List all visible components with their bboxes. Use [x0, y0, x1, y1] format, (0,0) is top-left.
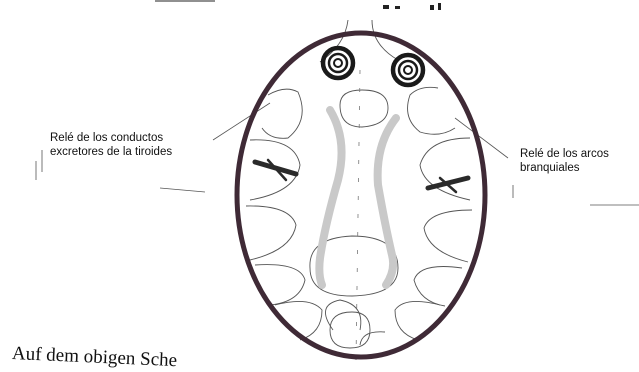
- label-thyroid-relay: Relé de los conductos excretores de la t…: [50, 131, 210, 159]
- scan-artifacts: [155, 0, 441, 10]
- gray-stripes: [319, 110, 396, 285]
- label-thyroid-line2: excretores de la tiroides: [50, 145, 210, 159]
- label-branchial-line2: branquiales: [520, 161, 630, 175]
- gray-stripe-left: [319, 110, 341, 285]
- midline: [356, 70, 360, 360]
- spiral-left-icon: [323, 48, 353, 78]
- upper-center-cell: [340, 90, 388, 127]
- label-branchial-line1: Relé de los arcos: [520, 147, 630, 161]
- bottom-center-cell: [330, 312, 370, 348]
- spiral-right-icon: [393, 55, 423, 85]
- bar-right-icon: [428, 178, 468, 192]
- label-branchial-relay: Relé de los arcos branquiales: [520, 147, 630, 175]
- main-oval: [237, 33, 485, 357]
- bar-left-icon: [255, 160, 296, 180]
- label-thyroid-line1: Relé de los conductos: [50, 131, 210, 145]
- gray-stripe-right: [378, 118, 396, 285]
- leader-line-left: [213, 103, 270, 140]
